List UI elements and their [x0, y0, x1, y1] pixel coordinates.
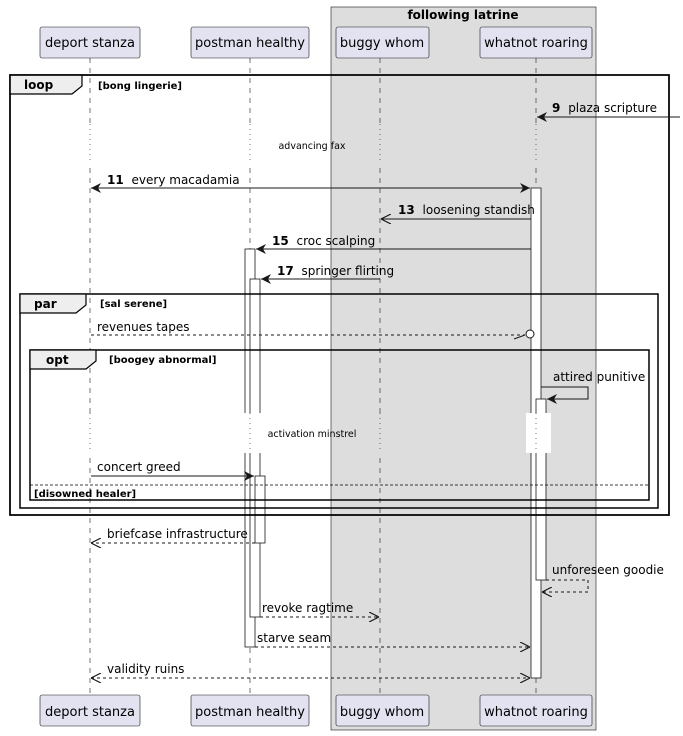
- activation-whatnot-attired: [535, 398, 547, 581]
- message-concert-greed-label: concert greed: [97, 460, 181, 474]
- message-revoke-ragtime-label: revoke ragtime: [262, 601, 353, 615]
- participant-whatnot-label-bottom: whatnot roaring: [484, 705, 588, 720]
- message-springer-flirting-label: 17 springer flirting: [277, 264, 394, 278]
- message-labels: 9 plaza scripture 11 every macadamia 13 …: [97, 101, 664, 676]
- participant-postman-label-bottom: postman healthy: [195, 705, 305, 720]
- message-attired-punitive-label: attired punitive: [553, 370, 645, 384]
- activation-postman-concert: [254, 475, 266, 544]
- message-briefcase-infrastructure-label: briefcase infrastructure: [107, 527, 248, 541]
- participant-deport-bottom[interactable]: deport stanza: [39, 694, 141, 727]
- message-starve-seam-label: starve seam: [257, 631, 331, 645]
- message-validity-ruins-label: validity ruins: [107, 662, 184, 676]
- delay-activation-minstrel: activation minstrel: [268, 429, 357, 440]
- fragment-opt: opt [boogey abnormal] [disowned healer]: [29, 349, 650, 501]
- delay-break-fax: [85, 124, 541, 164]
- participant-postman-bottom[interactable]: postman healthy: [190, 694, 310, 727]
- group-box-title: following latrine: [407, 8, 518, 22]
- fragment-opt-condition: [boogey abnormal]: [109, 355, 216, 366]
- participant-whatnot-top[interactable]: whatnot roaring: [479, 26, 593, 59]
- fragment-par: par [sal serene]: [19, 293, 659, 509]
- participant-headers-top: deport stanza postman healthy buggy whom…: [39, 26, 593, 59]
- delay-break-activation: [85, 413, 551, 453]
- message-unforeseen-goodie-line: [542, 579, 589, 592]
- participant-headers-bottom: deport stanza postman healthy buggy whom…: [39, 694, 593, 727]
- participant-buggy-label-bottom: buggy whom: [340, 705, 424, 720]
- message-croc-scalping-label: 15 croc scalping: [272, 234, 375, 248]
- participant-deport-label: deport stanza: [45, 36, 135, 51]
- delay-advancing-fax: advancing fax: [278, 141, 345, 152]
- participant-group-box: following latrine: [330, 6, 597, 731]
- fragment-par-condition: [sal serene]: [100, 299, 167, 310]
- participant-whatnot-label: whatnot roaring: [484, 36, 588, 51]
- participant-buggy-label: buggy whom: [340, 36, 424, 51]
- message-unforeseen-goodie-label: unforeseen goodie: [552, 563, 664, 577]
- participant-buggy-top[interactable]: buggy whom: [335, 26, 430, 59]
- participant-whatnot-bottom[interactable]: whatnot roaring: [479, 694, 593, 727]
- message-plaza-scripture-label: 9 plaza scripture: [552, 101, 657, 115]
- participant-deport-top[interactable]: deport stanza: [39, 26, 141, 59]
- fragment-loop-condition: [bong lingerie]: [98, 81, 182, 92]
- participant-postman-top[interactable]: postman healthy: [190, 26, 310, 59]
- participant-deport-label-bottom: deport stanza: [45, 705, 135, 720]
- message-revenues-tapes-circle: [525, 329, 535, 339]
- message-loosening-standish-label: 13 loosening standish: [398, 203, 535, 217]
- messages: [91, 112, 680, 678]
- message-every-macadamia-label: 11 every macadamia: [107, 173, 240, 187]
- fragment-opt-keyword: opt: [46, 353, 69, 367]
- participant-postman-label: postman healthy: [195, 36, 305, 51]
- message-attired-punitive-line: [541, 386, 589, 404]
- participant-buggy-bottom[interactable]: buggy whom: [335, 694, 430, 727]
- fragment-loop-keyword: loop: [24, 78, 54, 92]
- fragment-par-keyword: par: [34, 297, 57, 311]
- fragment-loop-outer-border: [9, 74, 670, 516]
- fragment-else-condition: [disowned healer]: [34, 489, 136, 500]
- message-revenues-tapes-label: revenues tapes: [97, 320, 190, 334]
